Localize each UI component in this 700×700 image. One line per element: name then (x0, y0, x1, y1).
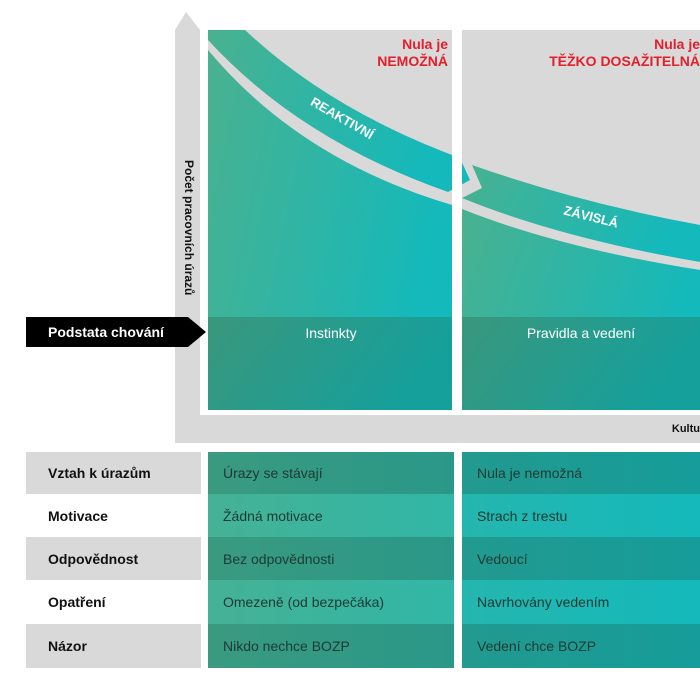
row-label: Opatření (26, 580, 201, 624)
zero-statement-2: Nula je TĚŽKO DOSAŽITELNÁ (500, 36, 700, 70)
x-axis-label: Kultu (671, 423, 700, 435)
zero-line2: TĚŽKO DOSAŽITELNÁ (549, 53, 700, 69)
cell-column-2: Vedení chce BOZP (462, 624, 700, 668)
zero-statement-1: Nula je NEMOŽNÁ (300, 36, 448, 70)
cell-text: Nula je nemožná (477, 465, 583, 481)
row-label: Vztah k úrazům (26, 452, 201, 494)
row-label: Odpovědnost (26, 537, 201, 580)
table-row: Opatření Omezeně (od bezpečáka) Navrhová… (0, 580, 700, 624)
row-label-text: Odpovědnost (48, 550, 139, 567)
cell-text: Vedoucí (477, 550, 528, 567)
cell-text: Omezeně (od bezpečáka) (223, 594, 385, 610)
behavior-band-1 (208, 317, 452, 410)
cell-text: Nikdo nechce BOZP (223, 638, 350, 654)
y-axis-label: Počet pracovních úrazů (182, 160, 196, 296)
cell-text: Žádná motivace (223, 507, 323, 524)
behavior-label-text: Podstata chování (48, 324, 164, 340)
zero-line1: Nula je (654, 36, 700, 52)
cell-column-1: Nikdo nechce BOZP (208, 624, 454, 668)
cell-text: Bez odpovědnosti (223, 550, 335, 567)
row-label-text: Motivace (48, 507, 108, 524)
row-label-text: Vztah k úrazům (48, 465, 151, 481)
table-row: Odpovědnost Bez odpovědnosti Vedoucí (0, 537, 700, 580)
zero-line1: Nula je (402, 36, 448, 52)
cell-column-2: Nula je nemožná (462, 452, 700, 494)
cell-column-2: Strach z trestu (462, 494, 700, 537)
cell-text: Strach z trestu (477, 507, 568, 524)
row-label-text: Opatření (48, 594, 106, 610)
cell-text: Navrhovány vedením (477, 594, 610, 610)
cell-column-1: Úrazy se stávají (208, 452, 454, 494)
cell-column-1: Bez odpovědnosti (208, 537, 454, 580)
zero-line2: NEMOŽNÁ (377, 53, 448, 69)
behavior-arrow (26, 317, 206, 347)
cell-text: Úrazy se stávají (223, 465, 323, 481)
row-label-text: Názor (48, 638, 87, 654)
cell-column-2: Navrhovány vedením (462, 580, 700, 624)
cell-column-2: Vedoucí (462, 537, 700, 580)
table-row: Vztah k úrazům Úrazy se stávají Nula je … (0, 452, 700, 494)
table-row: Motivace Žádná motivace Strach z trestu (0, 494, 700, 537)
bradley-curve-diagram: REAKTIVNÍ ZÁVISLÁ (26, 12, 700, 443)
table-row: Názor Nikdo nechce BOZP Vedení chce BOZP (0, 624, 700, 668)
row-label: Motivace (26, 494, 201, 537)
reactive-arrow-band (208, 30, 470, 192)
cell-column-1: Žádná motivace (208, 494, 454, 537)
behavior-column-1: Instinkty (305, 325, 357, 341)
row-label: Názor (26, 624, 201, 668)
x-axis-bar (175, 415, 700, 443)
cell-column-1: Omezeně (od bezpečáka) (208, 580, 454, 624)
behavior-column-2: Pravidla a vedení (526, 325, 636, 341)
dependent-arrow-band (462, 165, 700, 262)
behavior-label: Podstata chování (26, 317, 206, 347)
cell-text: Vedení chce BOZP (477, 638, 597, 654)
behavior-band-2 (462, 317, 700, 410)
